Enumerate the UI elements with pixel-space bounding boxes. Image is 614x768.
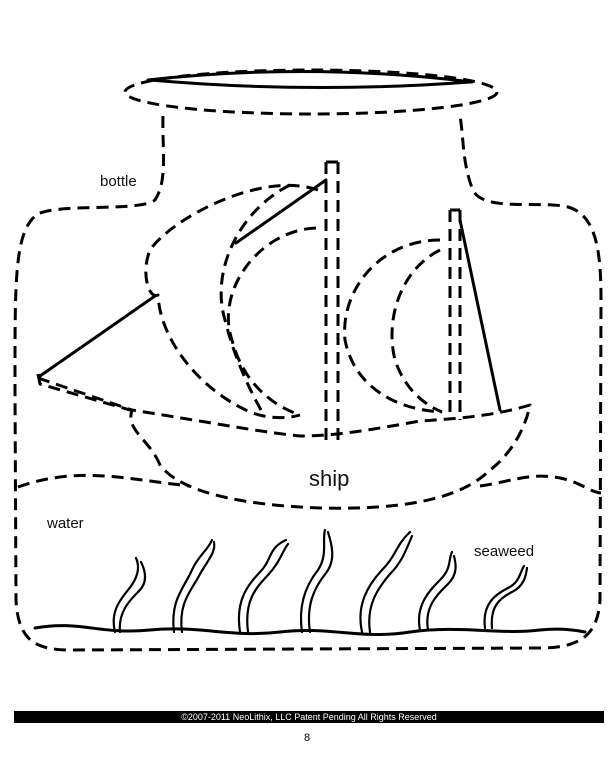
ship-label: ship	[309, 466, 350, 491]
water-line	[17, 473, 602, 495]
seafloor-line	[33, 624, 587, 637]
copyright-bar: ©2007-2011 NeoLithix, LLC Patent Pending…	[14, 711, 604, 723]
bottle-rim	[123, 68, 499, 116]
bottle-outline	[13, 115, 603, 652]
ship-hull	[37, 376, 532, 510]
seaweed-strands	[112, 528, 529, 634]
bottle-label: bottle	[100, 173, 137, 190]
seaweed-label: seaweed	[474, 543, 535, 560]
page-number: 8	[303, 732, 311, 744]
ship-rigging	[38, 178, 502, 412]
ship-stern-rail	[36, 373, 131, 412]
ship-sails	[144, 183, 443, 420]
ship-masts	[324, 160, 462, 444]
water-label: water	[47, 515, 84, 532]
